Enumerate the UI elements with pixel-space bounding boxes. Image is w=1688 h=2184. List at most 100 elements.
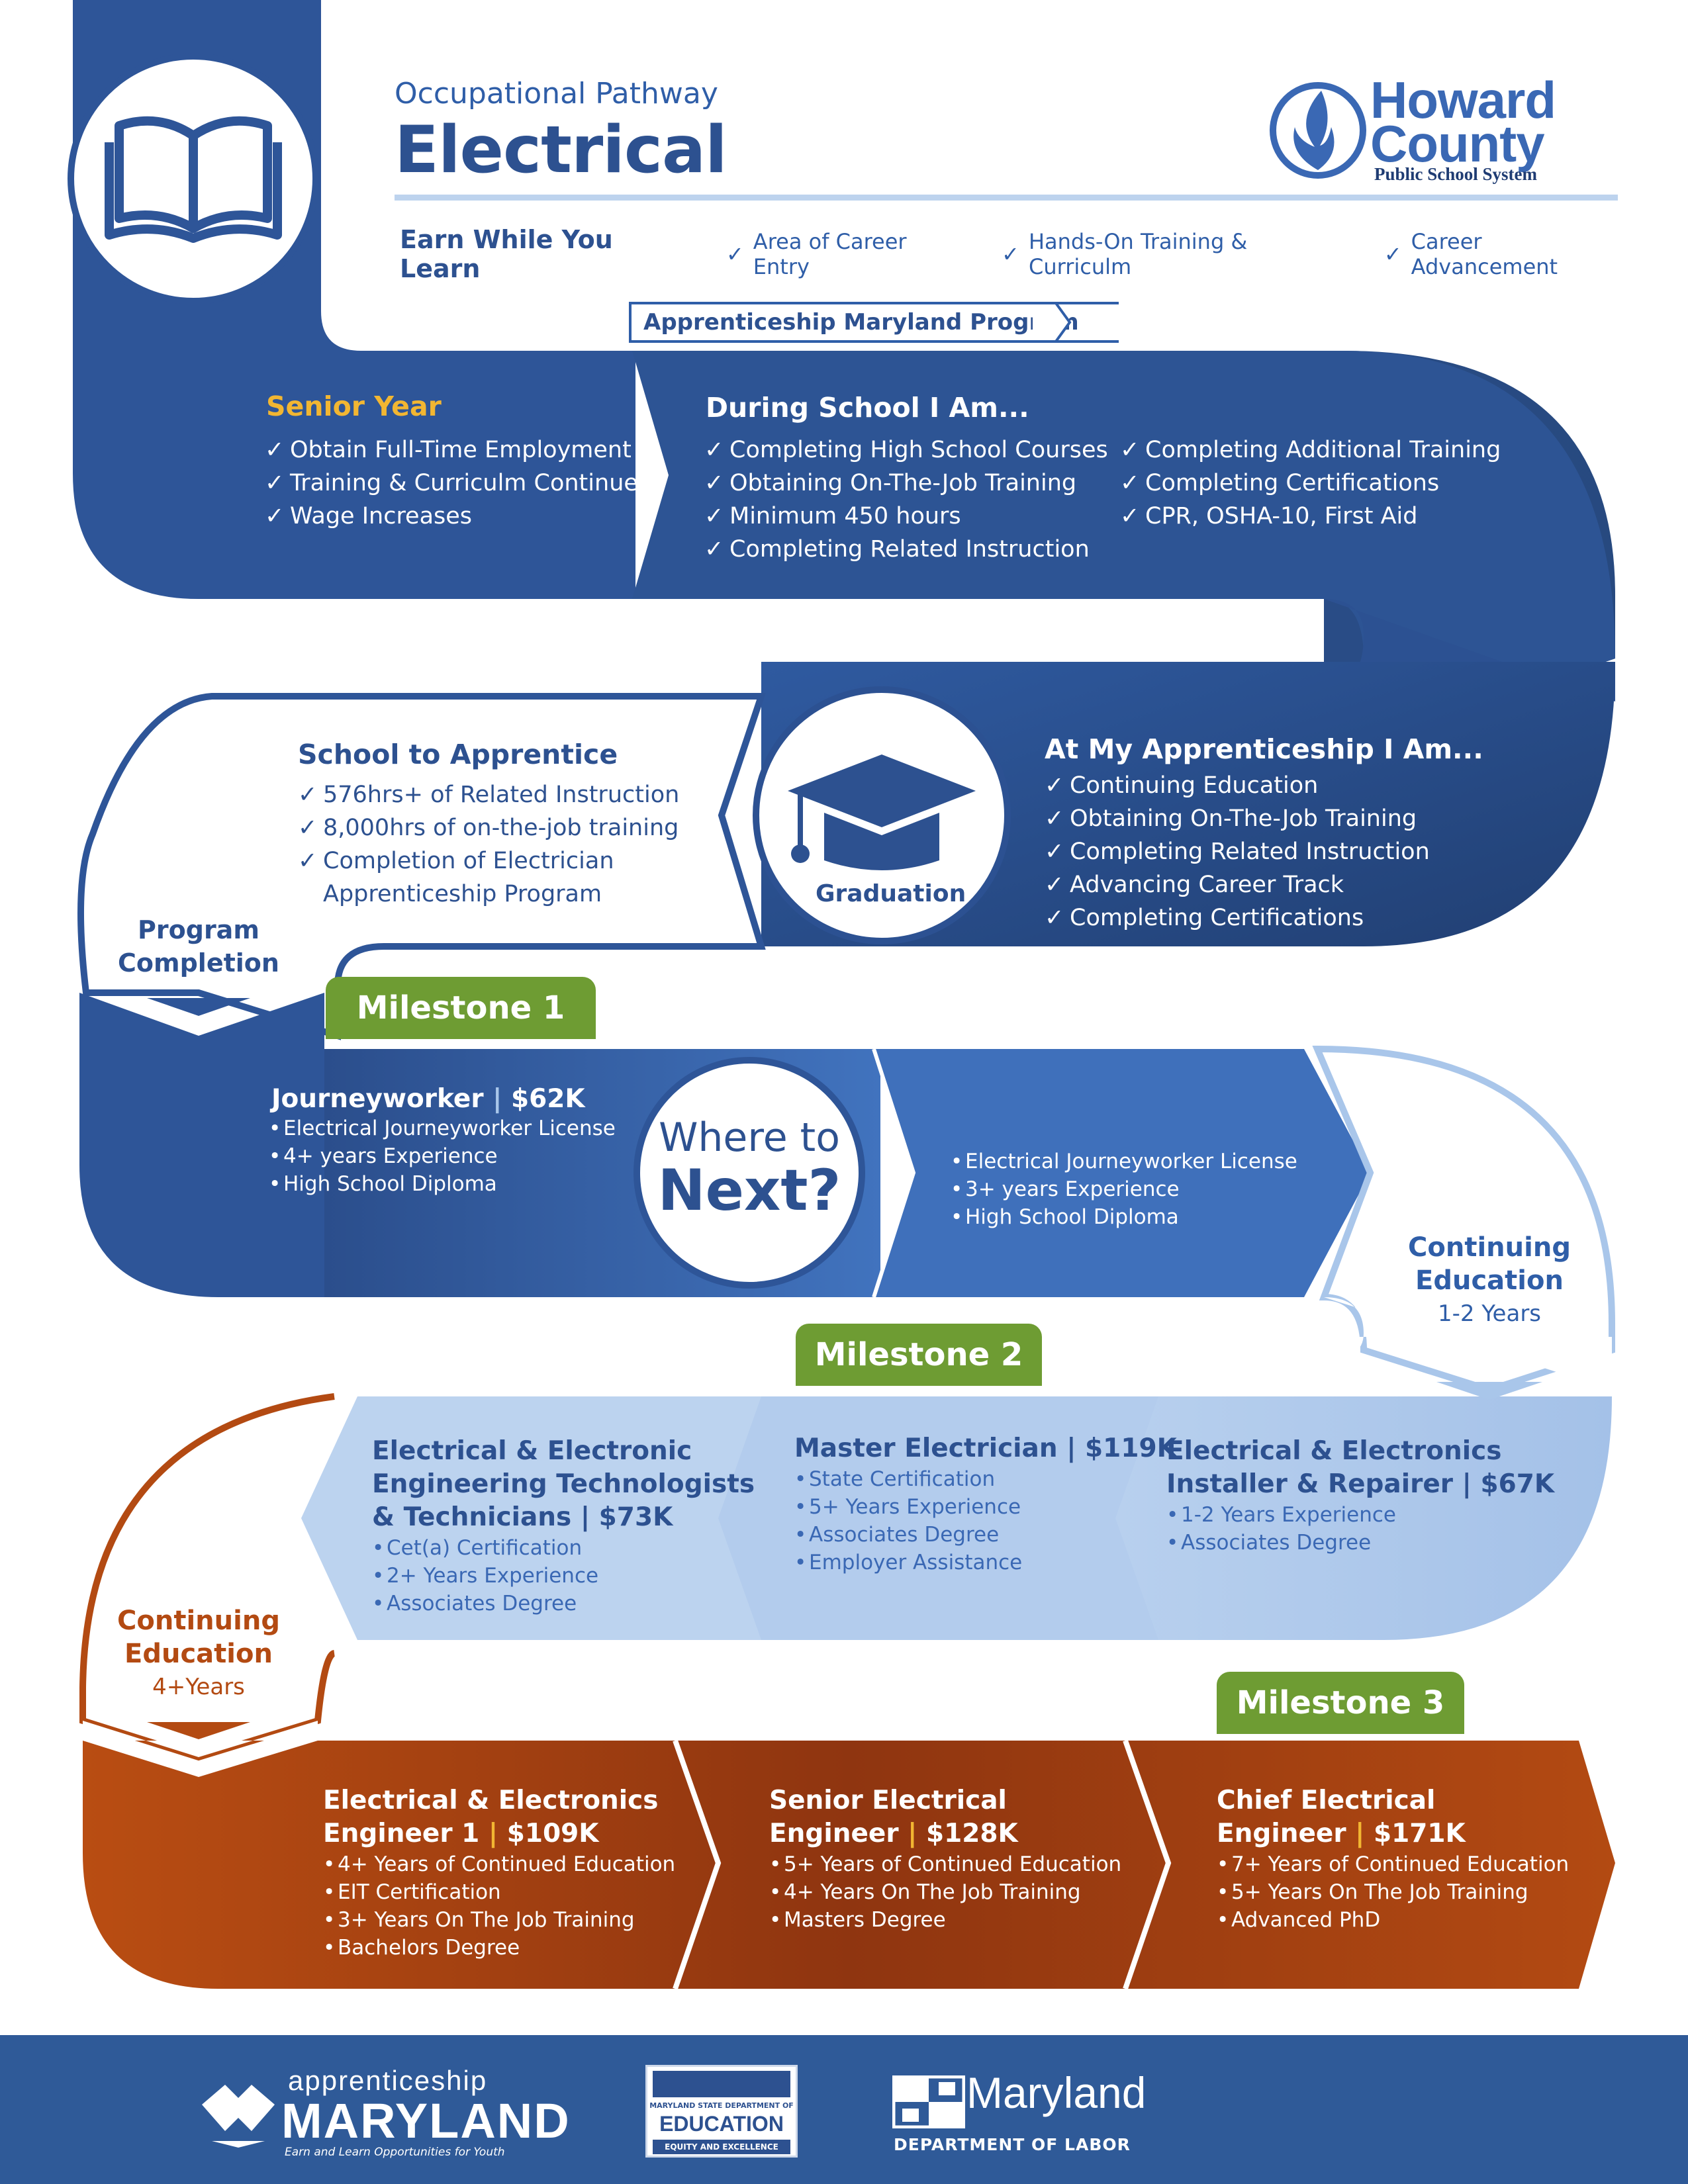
- apprenticeship-maryland-logo: apprenticeship MARYLAND Earn and Learn O…: [199, 2065, 569, 2159]
- tier3-list-senior: 5+ Years of Continued Education 4+ Years…: [769, 1850, 1121, 1934]
- road-orange-turn: [83, 1721, 318, 1757]
- check-icon: ✓: [1383, 242, 1402, 267]
- list-item: Completing Certifications: [1045, 901, 1430, 934]
- list-item: Completing Additional Training: [1120, 433, 1501, 467]
- graduation-label: Graduation: [816, 880, 966, 907]
- tier3-card-chief: Chief Electrical Engineer | $171K 7+ Yea…: [1217, 1784, 1569, 1934]
- list-item: Minimum 450 hours: [704, 500, 1108, 533]
- logo-line-howard: Howard: [1370, 71, 1556, 129]
- list-item: 7+ Years of Continued Education: [1217, 1850, 1569, 1878]
- benefit-career-entry: ✓Area of Career Entry: [726, 229, 907, 279]
- tier2-list-technologists: Cet(a) Certification 2+ Years Experience…: [372, 1534, 755, 1617]
- list-item: Completing Related Instruction: [704, 533, 1108, 566]
- benefit-advancement: ✓Career Advancement: [1383, 229, 1558, 279]
- road-tier3-divider-1: [673, 1739, 722, 1990]
- footer: apprenticeship MARYLAND Earn and Learn O…: [0, 2035, 1688, 2184]
- check-icon: ✓: [1002, 242, 1019, 267]
- program-completion-label: Program Completion: [118, 915, 279, 978]
- continuing-right-arrow: [1436, 1382, 1542, 1400]
- book-icon: [105, 116, 282, 243]
- journeyworker-list: Electrical Journeyworker License 4+ year…: [269, 1115, 616, 1198]
- where-next-label: Where to Next?: [657, 1115, 841, 1224]
- list-item: 8,000hrs of on-the-job training: [298, 811, 679, 844]
- journeyworker-title: Journeyworker | $62K: [271, 1084, 585, 1114]
- list-item: Wage Increases: [265, 500, 650, 533]
- list-item: High School Diploma: [269, 1170, 616, 1198]
- at-apprenticeship-list: Continuing Education Obtaining On-The-Jo…: [1045, 769, 1430, 934]
- during-school-list-1: Completing High School Courses Obtaining…: [704, 433, 1108, 566]
- tier3-list-chief: 7+ Years of Continued Education 5+ Years…: [1217, 1850, 1569, 1934]
- milestone-2-badge: Milestone 2: [796, 1324, 1042, 1386]
- msde-logo: MARYLAND STATE DEPARTMENT OF EDUCATION E…: [645, 2065, 798, 2158]
- md-labor-logo: Maryland DEPARTMENT OF LABOR: [892, 2068, 1147, 2154]
- handshake-icon: [202, 2085, 275, 2148]
- list-item: 4+ Years of Continued Education: [323, 1850, 675, 1878]
- list-item: Completing High School Courses: [704, 433, 1108, 467]
- logo-line-system: Public School System: [1374, 164, 1538, 184]
- list-item: Completing Certifications: [1120, 467, 1501, 500]
- list-item: EIT Certification: [323, 1878, 675, 1906]
- msde-flag-bar: [653, 2071, 790, 2097]
- list-item: Bachelors Degree: [323, 1934, 675, 1962]
- list-item: 4+ years Experience: [269, 1142, 616, 1170]
- benefits-lead: Earn While You Learn: [400, 225, 613, 283]
- senior-year-list: Obtain Full-Time Employment Training & C…: [265, 433, 650, 533]
- list-item: 4+ Years On The Job Training: [769, 1878, 1121, 1906]
- where-next-circle: [633, 1057, 865, 1289]
- list-item: 3+ Years On The Job Training: [323, 1906, 675, 1934]
- list-item: CPR, OSHA-10, First Aid: [1120, 500, 1501, 533]
- next-requirements-list: Electrical Journeyworker License 3+ year…: [951, 1148, 1297, 1231]
- list-item: High School Diploma: [951, 1203, 1297, 1231]
- tier2-list-installer: 1-2 Years Experience Associates Degree: [1166, 1501, 1554, 1557]
- list-item: Associates Degree: [794, 1521, 1177, 1549]
- during-school-title: During School I Am...: [706, 392, 1029, 424]
- school-to-apprentice-title: School to Apprentice: [298, 739, 618, 770]
- graduation-cap-icon: [788, 754, 976, 870]
- list-item: Completion of Electrician: [298, 844, 679, 878]
- list-item: 5+ Years On The Job Training: [1217, 1878, 1569, 1906]
- benefit-hands-on: ✓Hands-On Training & Curriculm: [1002, 229, 1248, 279]
- list-item: Employer Assistance: [794, 1549, 1177, 1576]
- hcpss-logo: Howard County Public School System: [1264, 71, 1622, 193]
- senior-year-title: Senior Year: [266, 390, 442, 422]
- milestone-1-badge: Milestone 1: [326, 977, 596, 1039]
- list-item: Obtaining On-The-Job Training: [704, 467, 1108, 500]
- list-item: Associates Degree: [372, 1590, 755, 1617]
- maryland-flag-icon: [892, 2075, 965, 2128]
- list-item: Electrical Journeyworker License: [951, 1148, 1297, 1175]
- tier2-list-master: State Certification 5+ Years Experience …: [794, 1465, 1177, 1576]
- page-subtitle: Occupational Pathway: [395, 77, 718, 111]
- header-divider: [395, 195, 1618, 201]
- tier3-card-senior: Senior Electrical Engineer | $128K 5+ Ye…: [769, 1784, 1121, 1934]
- road-continuing-right: [1312, 1045, 1615, 1394]
- road-journey-divider: [872, 1048, 916, 1298]
- list-item: Electrical Journeyworker License: [269, 1115, 616, 1142]
- list-item: Completing Related Instruction: [1045, 835, 1430, 868]
- tier3-card-engineer1: Electrical & Electronics Engineer 1 | $1…: [323, 1784, 675, 1962]
- tier3-list-engineer1: 4+ Years of Continued Education EIT Cert…: [323, 1850, 675, 1962]
- list-item: Advanced PhD: [1217, 1906, 1569, 1934]
- list-item: 5+ Years of Continued Education: [769, 1850, 1121, 1878]
- logo-line-county: County: [1370, 114, 1545, 173]
- list-item: Associates Degree: [1166, 1529, 1554, 1557]
- milestone-3-badge: Milestone 3: [1217, 1672, 1464, 1734]
- check-icon: ✓: [726, 242, 744, 267]
- flame-icon: [1270, 82, 1366, 179]
- list-item: Apprenticeship Program: [323, 881, 602, 907]
- during-school-list-2: Completing Additional Training Completin…: [1120, 433, 1501, 533]
- road-continuing-left: [79, 1393, 336, 1761]
- program-completion-arrow: [147, 998, 250, 1016]
- page-title: Electrical: [395, 113, 727, 188]
- road-tier3-divider-2: [1123, 1739, 1172, 1990]
- school-to-apprentice-list: 576hrs+ of Related Instruction 8,000hrs …: [298, 778, 679, 911]
- list-item: Continuing Education: [1045, 769, 1430, 802]
- list-item: 3+ years Experience: [951, 1175, 1297, 1203]
- list-item: 2+ Years Experience: [372, 1562, 755, 1590]
- list-item: Obtain Full-Time Employment: [265, 433, 650, 467]
- list-item: 5+ Years Experience: [794, 1493, 1177, 1521]
- list-item: 1-2 Years Experience: [1166, 1501, 1554, 1529]
- tier2-card-master: Master Electrician | $119K State Certifi…: [794, 1432, 1177, 1576]
- continuing-ed-right-label: Continuing Education 1-2 Years: [1408, 1232, 1571, 1327]
- list-item: Training & Curriculm Continues: [265, 467, 650, 500]
- tier2-card-installer: Electrical & Electronics Installer & Rep…: [1166, 1435, 1554, 1557]
